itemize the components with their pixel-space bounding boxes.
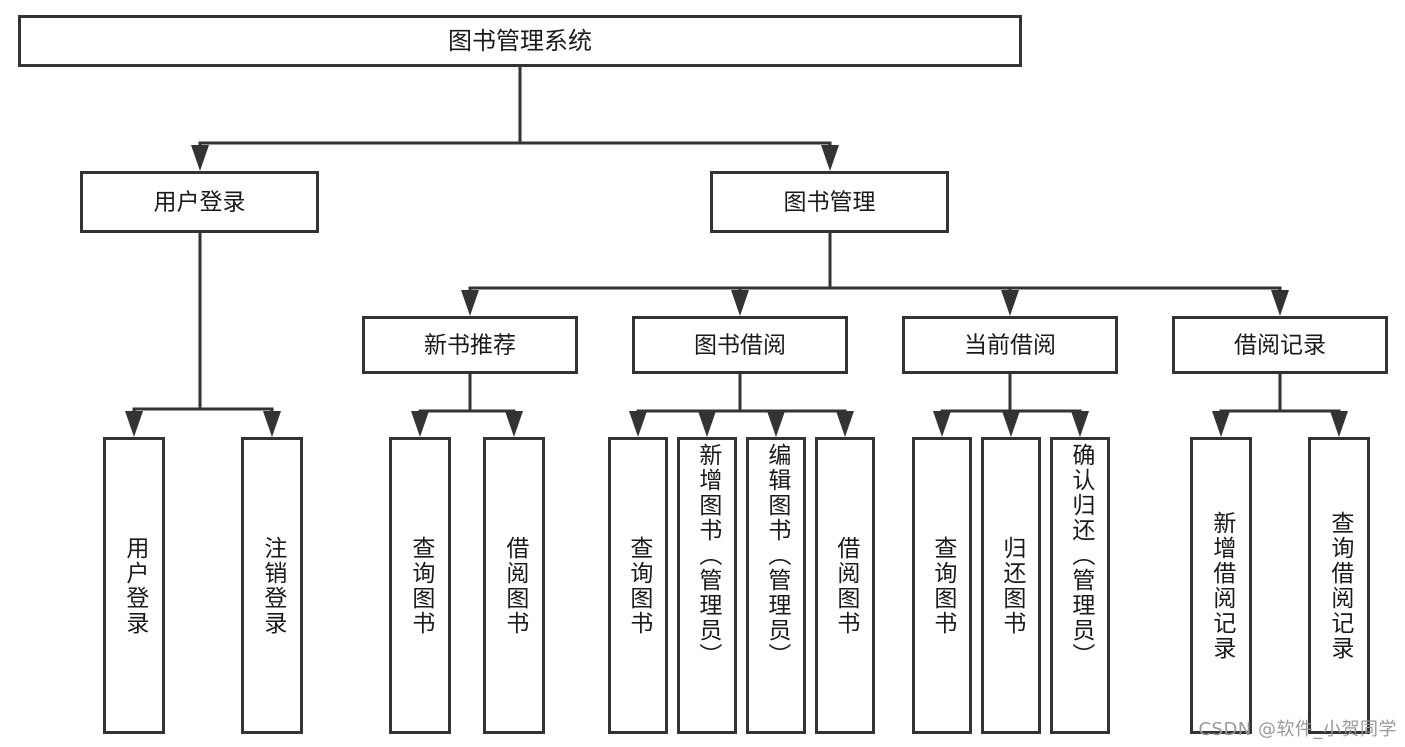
- node-box-leaf-user-login: [103, 437, 165, 734]
- arrow-head-leaf-cu-confirm: [1071, 411, 1089, 437]
- arrow-head-leaf-user-login: [125, 411, 143, 437]
- node-box-leaf-nb-query: [389, 437, 451, 734]
- node-box-leaf-cu-confirm: [1050, 437, 1110, 734]
- node-box-root: [18, 15, 1022, 67]
- node-box-leaf-br-add: [677, 437, 737, 734]
- node-box-current: [902, 316, 1118, 374]
- node-box-newbook: [362, 316, 578, 374]
- node-box-leaf-br-query: [608, 437, 668, 734]
- arrow-head-current: [1001, 290, 1019, 316]
- arrow-head-leaf-br-add: [698, 411, 716, 437]
- arrow-head-leaf-nb-query: [411, 411, 429, 437]
- arrow-head-leaf-cu-return: [1002, 411, 1020, 437]
- arrow-head-login: [191, 145, 209, 171]
- node-label-root: 图书管理系统: [448, 27, 592, 55]
- node-label-current: 当前借阅: [964, 333, 1056, 359]
- node-label-newbook: 新书推荐: [424, 333, 516, 359]
- csdn-watermark: CSDN @软件_小贺同学: [1198, 719, 1397, 740]
- node-box-leaf-cu-query: [912, 437, 972, 734]
- arrow-head-leaf-cu-query: [933, 411, 951, 437]
- arrow-head-newbook: [461, 290, 479, 316]
- edges-layer: [125, 65, 1348, 437]
- arrow-head-leaf-br-edit: [767, 411, 785, 437]
- node-box-records: [1172, 316, 1388, 374]
- node-box-leaf-cu-return: [981, 437, 1041, 734]
- arrow-head-leaf-br-borrow: [836, 411, 854, 437]
- node-box-borrow: [632, 316, 848, 374]
- arrow-head-bookmgr: [821, 145, 839, 171]
- node-box-leaf-rc-add: [1190, 437, 1252, 734]
- node-box-leaf-user-logout: [241, 437, 303, 734]
- arrow-head-leaf-rc-query: [1330, 411, 1348, 437]
- node-box-login: [80, 171, 319, 233]
- node-box-leaf-br-borrow: [815, 437, 875, 734]
- node-box-leaf-br-edit: [746, 437, 806, 734]
- node-box-leaf-nb-borrow: [483, 437, 545, 734]
- node-label-login: 用户登录: [154, 190, 246, 216]
- arrow-head-leaf-br-query: [629, 411, 647, 437]
- node-label-records: 借阅记录: [1234, 333, 1326, 359]
- arrow-head-records: [1271, 290, 1289, 316]
- node-label-borrow: 图书借阅: [694, 333, 786, 359]
- arrow-head-leaf-nb-borrow: [505, 411, 523, 437]
- arrow-head-borrow: [731, 290, 749, 316]
- node-label-bookmgr: 图书管理: [784, 190, 876, 216]
- arrow-head-leaf-user-logout: [263, 411, 281, 437]
- node-box-leaf-rc-query: [1308, 437, 1370, 734]
- boxes-layer: [18, 15, 1388, 734]
- node-box-bookmgr: [710, 171, 949, 233]
- arrow-head-leaf-rc-add: [1212, 411, 1230, 437]
